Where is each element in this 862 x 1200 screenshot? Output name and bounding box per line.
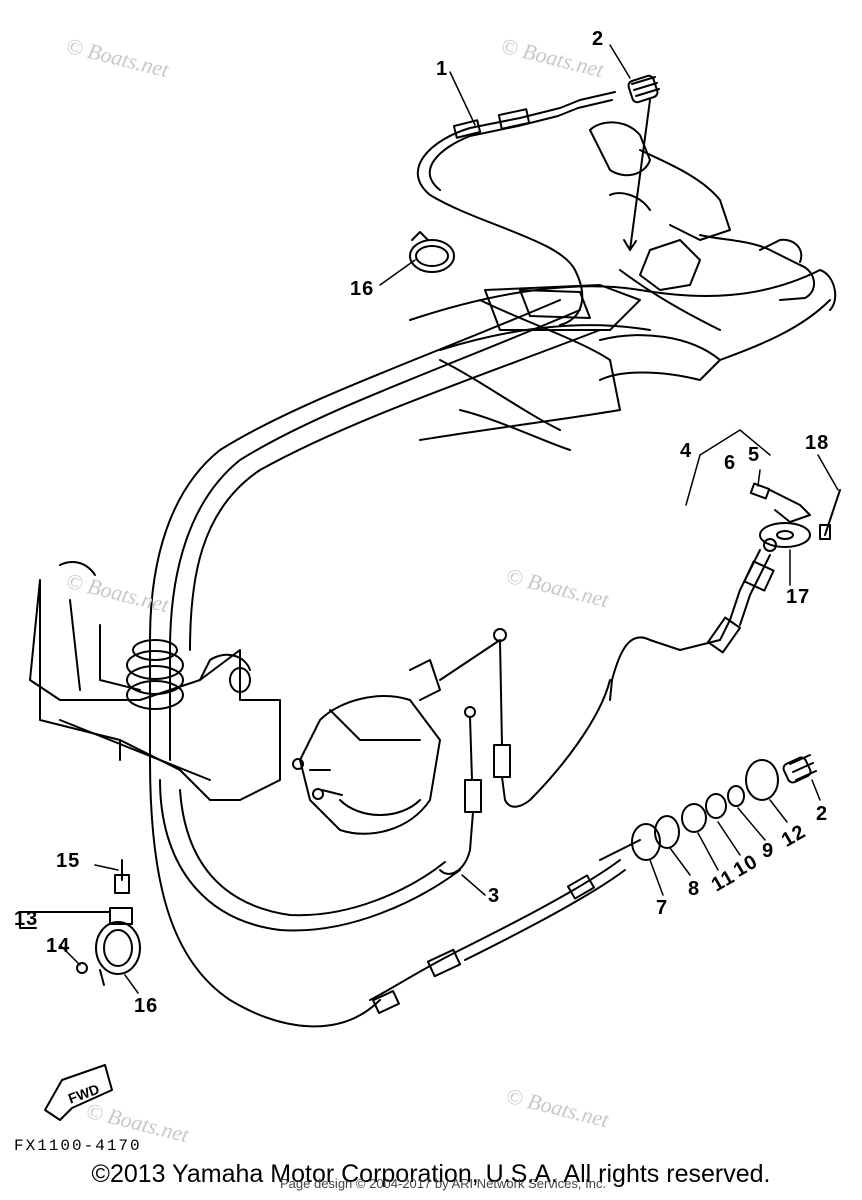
- lower-cable-assembly: [369, 754, 817, 1014]
- page-credit: Page design © 2004-2017 by ARI Network S…: [280, 1176, 607, 1191]
- callout-1: 1: [436, 58, 449, 80]
- callout-15: 15: [56, 850, 81, 872]
- main-cable-run: [149, 299, 601, 1028]
- callout-5: 5: [748, 444, 761, 466]
- callout-2: 2: [592, 28, 605, 50]
- handlebar-assembly: [589, 121, 815, 331]
- callout-4: 4: [680, 440, 693, 462]
- callout-13: 13: [14, 908, 39, 930]
- bracket-housing: [29, 561, 281, 801]
- sensor-bracket: [749, 482, 841, 548]
- fwd-arrow-icon: [44, 1064, 113, 1121]
- callout-3: 3: [488, 885, 501, 907]
- leader-lines: [59, 44, 839, 994]
- sensor-cable-4: [609, 538, 777, 701]
- steering-cable: [416, 91, 616, 326]
- callout-6: 6: [724, 452, 737, 474]
- cap-2-upper: [623, 74, 660, 251]
- carburetor: [292, 639, 501, 835]
- callout-2-lower: 2: [816, 803, 829, 825]
- clamp-16-upper: [409, 231, 455, 273]
- callout-7: 7: [656, 897, 669, 919]
- callout-9: 9: [762, 840, 775, 862]
- callout-8: 8: [688, 878, 701, 900]
- callout-18: 18: [805, 432, 830, 454]
- throttle-cable: [439, 628, 611, 875]
- callout-14: 14: [46, 935, 71, 957]
- callout-16: 16: [350, 278, 375, 300]
- drawing-code: FX1100-4170: [14, 1137, 142, 1155]
- deck-outline: [409, 269, 837, 381]
- copyright-notice: ©2013 Yamaha Motor Corporation, U.S.A. A…: [91, 1160, 771, 1188]
- pump-tube: [419, 299, 621, 451]
- grommet: [126, 639, 184, 710]
- callout-17: 17: [786, 586, 811, 608]
- callout-16-lower: 16: [134, 995, 159, 1017]
- clamp-13-lower: [19, 859, 141, 986]
